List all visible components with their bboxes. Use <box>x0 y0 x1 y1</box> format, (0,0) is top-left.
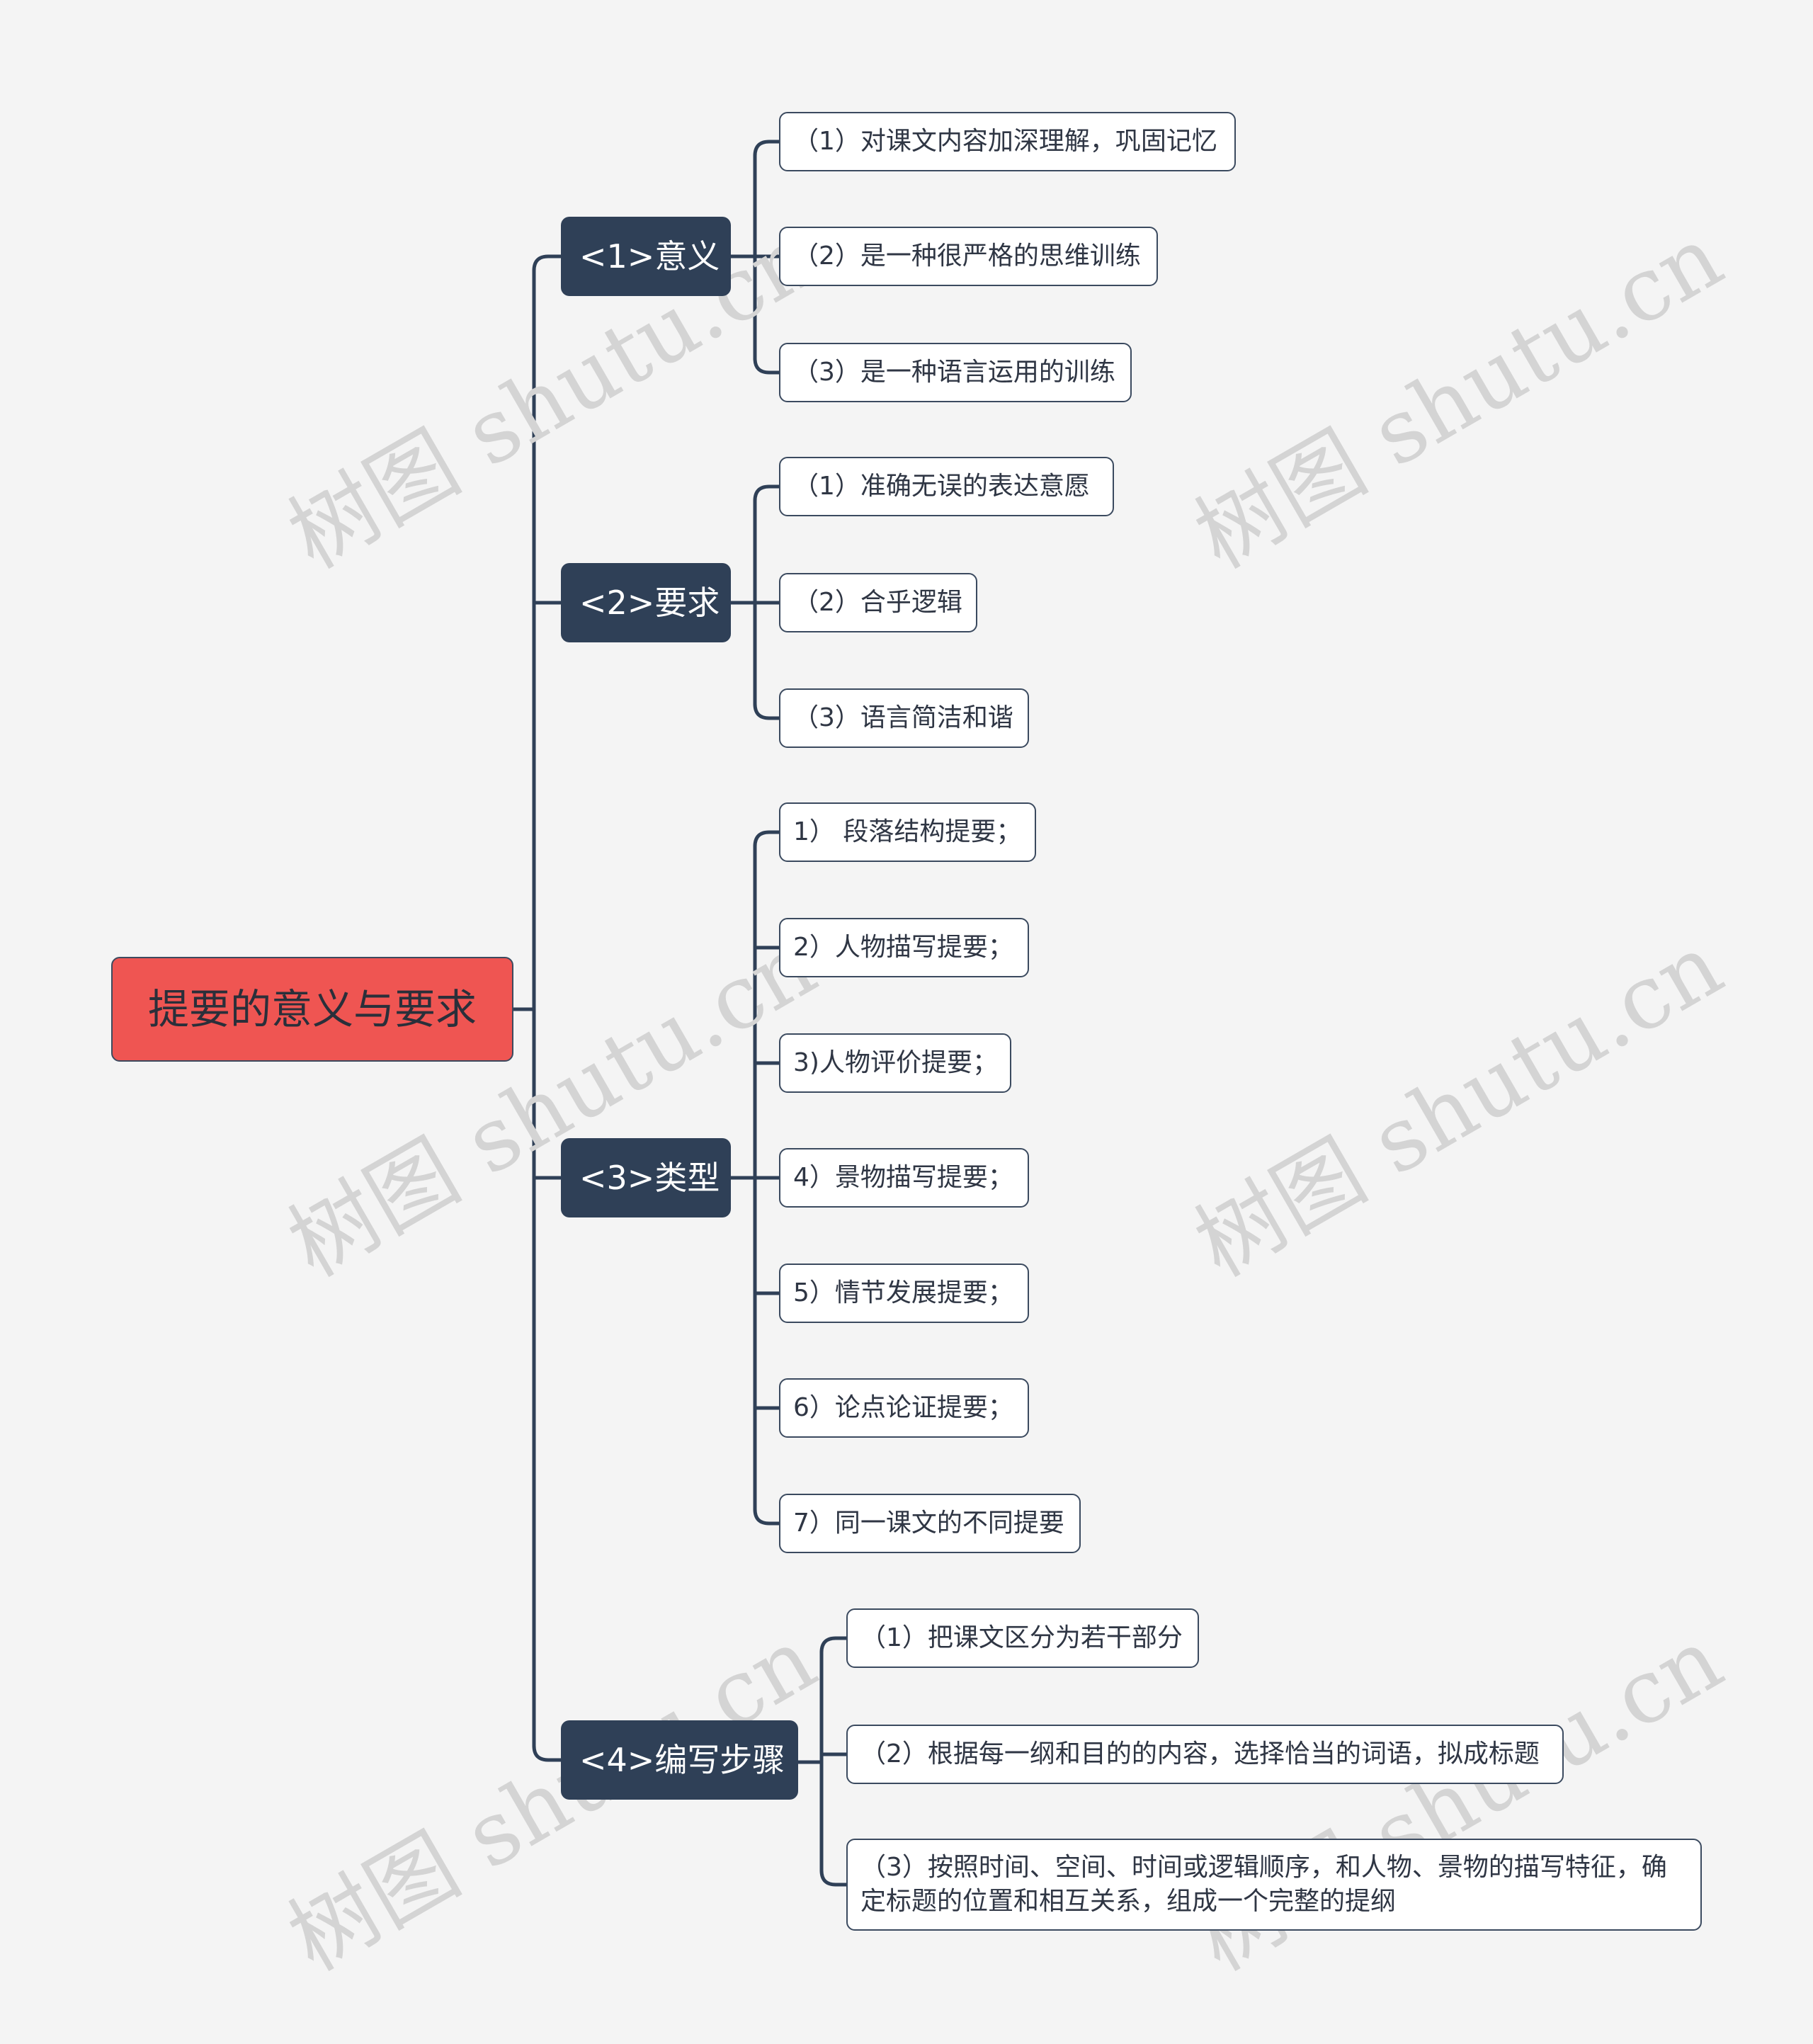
branch-requirements[interactable]: <2>要求 <box>561 563 731 642</box>
leaf-step-3[interactable]: （3）按照时间、空间、时间或逻辑顺序，和人物、景物的描写特征，确定标题的位置和相… <box>846 1839 1702 1931</box>
branch-meaning[interactable]: <1>意义 <box>561 217 731 296</box>
branch-types[interactable]: <3>类型 <box>561 1138 731 1217</box>
leaf-type-6[interactable]: 6）论点论证提要； <box>779 1378 1029 1438</box>
leaf-step-2[interactable]: （2）根据每一纲和目的的内容，选择恰当的词语，拟成标题 <box>846 1725 1564 1784</box>
leaf-requirement-1[interactable]: （1）准确无误的表达意愿 <box>779 457 1114 516</box>
leaf-type-3[interactable]: 3)人物评价提要； <box>779 1033 1011 1093</box>
leaf-type-2[interactable]: 2）人物描写提要； <box>779 918 1029 977</box>
leaf-step-1[interactable]: （1）把课文区分为若干部分 <box>846 1608 1199 1668</box>
leaf-type-7[interactable]: 7）同一课文的不同提要 <box>779 1494 1081 1553</box>
leaf-meaning-1[interactable]: （1）对课文内容加深理解，巩固记忆 <box>779 112 1236 171</box>
branch-writing-steps[interactable]: <4>编写步骤 <box>561 1720 798 1800</box>
leaf-type-5[interactable]: 5）情节发展提要； <box>779 1264 1029 1323</box>
leaf-type-1[interactable]: 1） 段落结构提要； <box>779 802 1036 862</box>
leaf-meaning-3[interactable]: （3）是一种语言运用的训练 <box>779 343 1132 402</box>
root-topic[interactable]: 提要的意义与要求 <box>111 957 513 1062</box>
leaf-requirement-2[interactable]: （2）合乎逻辑 <box>779 573 977 632</box>
leaf-requirement-3[interactable]: （3）语言简洁和谐 <box>779 688 1029 748</box>
leaf-meaning-2[interactable]: （2）是一种很严格的思维训练 <box>779 227 1158 286</box>
leaf-type-4[interactable]: 4）景物描写提要； <box>779 1148 1029 1208</box>
